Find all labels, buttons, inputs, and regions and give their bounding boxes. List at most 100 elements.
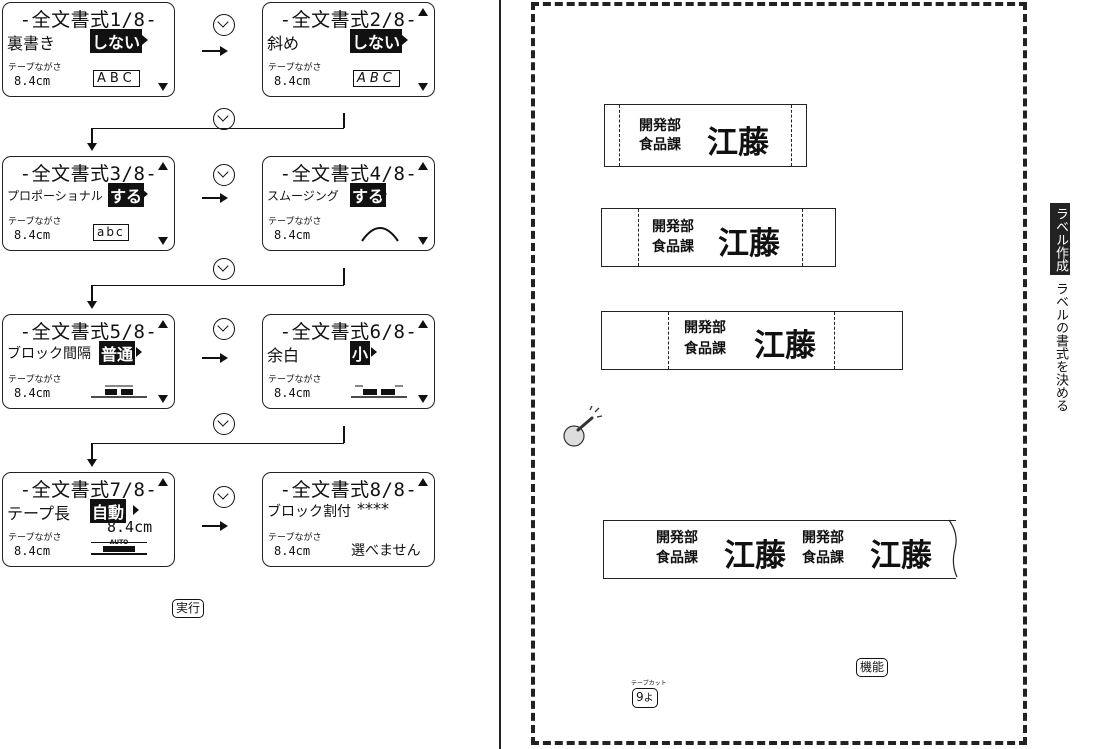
column-divider xyxy=(499,0,501,749)
auto-length-icon: AUTO xyxy=(91,537,147,557)
right-arrow-icon xyxy=(202,194,228,202)
label-section: 食品課 xyxy=(639,137,681,153)
setting-value: しない xyxy=(350,29,403,53)
label-section: 食品課 xyxy=(652,239,694,255)
lcd-panel-6: -全文書式6/8- 余白 小 テープながさ 8.4cm xyxy=(262,314,435,409)
panel-title: -全文書式5/8- xyxy=(19,321,158,343)
tape-length-label: テープながさ xyxy=(268,375,322,385)
sample-preview: ABC xyxy=(353,70,400,87)
scroll-up-icon xyxy=(418,162,428,170)
chapter-tab: ラベル作成編 xyxy=(1033,203,1070,275)
flow-line xyxy=(91,128,344,129)
flow-line xyxy=(91,443,344,444)
scroll-up-icon xyxy=(158,320,168,328)
down-key-icon xyxy=(213,108,235,130)
torn-edge-icon xyxy=(948,519,958,578)
unavailable-text: 選べません xyxy=(351,543,421,559)
flow-line xyxy=(91,128,93,144)
setting-value: する xyxy=(350,183,387,207)
flow-line xyxy=(91,285,344,286)
tape-length-label: テープながさ xyxy=(8,63,62,73)
setting-value: しない xyxy=(90,29,143,53)
section-title: ラベルの書式を決める xyxy=(1053,282,1068,412)
down-key-icon xyxy=(213,318,235,340)
pointing-hand-icon xyxy=(563,405,603,447)
execute-key: 実行 xyxy=(172,599,205,618)
tape-length-value: 8.4cm xyxy=(14,74,51,88)
scroll-down-icon xyxy=(418,83,428,91)
lcd-panel-7: -全文書式7/8- テープ長 自動 8.4cm テープながさ 8.4cm AUT… xyxy=(2,472,175,567)
panel-title: -全文書式1/8- xyxy=(19,9,158,31)
tape-length-value: 8.4cm xyxy=(274,74,311,88)
setting-name: スムージング xyxy=(267,189,339,203)
right-arrow-icon xyxy=(202,354,228,362)
smoothing-arc-icon xyxy=(361,227,399,242)
panel-title: -全文書式6/8- xyxy=(279,321,418,343)
flow-line xyxy=(343,113,345,128)
right-arrow-icon xyxy=(402,35,408,45)
label-sample-small-margin: 開発部 食品課 江藤 xyxy=(604,104,807,167)
key-9: 9よ xyxy=(632,688,658,708)
sample-preview: abc xyxy=(93,224,129,241)
tape-length-value: 8.4cm xyxy=(274,228,311,242)
panel-title: -全文書式3/8- xyxy=(19,163,158,185)
tape-length-value: 8.4cm xyxy=(14,386,51,400)
setting-value: 自動 xyxy=(90,499,127,523)
setting-name: 裏書き xyxy=(7,34,56,53)
tape-length-label: テープながさ xyxy=(8,375,62,385)
label-name: 江藤 xyxy=(718,226,780,262)
label-dept: 開発部 xyxy=(802,530,844,546)
down-key-icon xyxy=(213,486,235,508)
key-9-kana: よ xyxy=(643,693,654,704)
label-section: 食品課 xyxy=(802,550,844,566)
key-9-digit: 9 xyxy=(636,690,644,704)
lcd-panel-3: -全文書式3/8- プロポーショナル する テープながさ 8.4cm abc xyxy=(2,156,175,251)
right-arrow-icon xyxy=(142,189,148,199)
setting-name: プロポーショナル xyxy=(7,189,103,203)
down-key-icon xyxy=(213,258,235,280)
lcd-panel-4: -全文書式4/8- スムージング する テープながさ 8.4cm xyxy=(262,156,435,251)
label-name: 江藤 xyxy=(724,538,786,574)
lcd-panel-1: -全文書式1/8- 裏書き しない テープながさ 8.4cm ABC xyxy=(2,2,175,97)
block-spacing-icon xyxy=(91,385,147,398)
tape-length-value: 8.4cm xyxy=(274,386,311,400)
tape-length-label: テープながさ xyxy=(8,533,62,543)
down-key-icon xyxy=(213,14,235,36)
panel-title: -全文書式7/8- xyxy=(19,479,158,501)
tape-cut-caption: テープカット xyxy=(631,680,667,687)
label-section: 食品課 xyxy=(684,341,726,357)
label-sample-repeated: 開発部 食品課 江藤 開発部 食品課 江藤 xyxy=(603,520,956,579)
scroll-down-icon xyxy=(158,395,168,403)
scroll-down-icon xyxy=(418,237,428,245)
panel-title: -全文書式8/8- xyxy=(279,479,418,501)
setting-name: テープ長 xyxy=(7,504,71,523)
setting-value: **** xyxy=(357,499,389,518)
tape-length-value: 8.4cm xyxy=(14,228,51,242)
setting-value: する xyxy=(108,183,145,207)
right-arrow-icon xyxy=(381,189,387,199)
right-arrow-icon xyxy=(202,522,228,530)
label-dept: 開発部 xyxy=(656,530,698,546)
right-arrow-icon xyxy=(133,505,139,515)
setting-name: ブロック間隔 xyxy=(7,346,91,362)
setting-value: 普通 xyxy=(99,341,136,365)
lcd-panel-2: -全文書式2/8- 斜め しない テープながさ 8.4cm ABC xyxy=(262,2,435,97)
label-dept: 開発部 xyxy=(652,219,694,235)
panel-title: -全文書式2/8- xyxy=(279,9,418,31)
scroll-up-icon xyxy=(418,478,428,486)
scroll-up-icon xyxy=(418,320,428,328)
setting-name: 余白 xyxy=(267,346,300,365)
tape-length-setting: 8.4cm xyxy=(107,518,153,536)
flow-line xyxy=(91,285,93,302)
scroll-down-icon xyxy=(158,83,168,91)
function-key: 機能 xyxy=(856,658,889,677)
sample-preview: ABC xyxy=(93,70,140,87)
flow-arrow-icon xyxy=(87,459,97,467)
label-dept: 開発部 xyxy=(684,320,726,336)
tape-length-label: テープながさ xyxy=(268,217,322,227)
down-key-icon xyxy=(213,164,235,186)
dashed-frame xyxy=(531,2,1027,745)
label-name: 江藤 xyxy=(754,328,816,364)
right-arrow-icon xyxy=(142,35,148,45)
right-arrow-icon xyxy=(136,347,142,357)
